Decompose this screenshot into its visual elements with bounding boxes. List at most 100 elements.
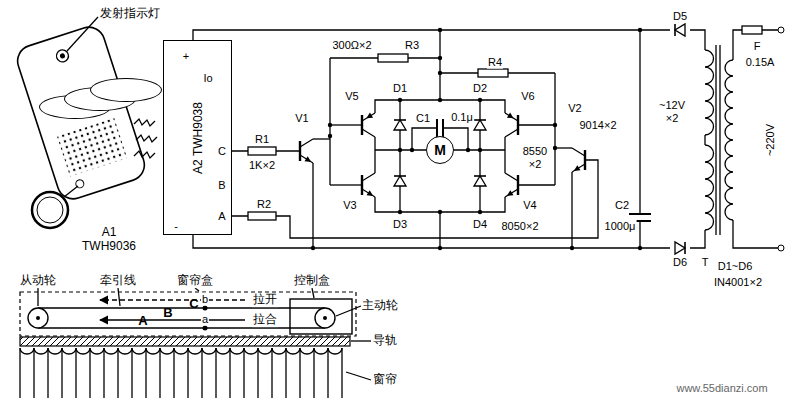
transistor-symbol [367,190,374,196]
diode-symbol [394,119,406,121]
diode-symbol [684,242,686,254]
curtain-fold [299,348,300,398]
part-name: 主动轮 [361,299,399,313]
wire [639,221,640,248]
curtain-fold [327,348,328,398]
diode-symbol [674,24,676,36]
component-label: - [173,220,179,233]
transistor-symbol [362,113,375,137]
signal-wave [134,119,155,126]
wire [690,230,705,248]
wire [439,30,440,100]
component-label: C [217,145,227,158]
junction-dot [466,148,470,152]
wire [554,73,555,185]
diode-symbol [675,242,685,254]
transistor-symbol [305,156,312,162]
part-name: 控制盒 [293,274,331,288]
component-label: Io [202,72,213,85]
transistor-symbol [366,113,373,119]
wire [517,115,519,135]
component-label: ~12V ×2 [652,99,692,124]
curtain-mechanism [20,292,356,336]
curtain-fold [313,348,314,398]
component-label: C2 [614,199,630,212]
watermark: www.55dianzi.com [675,382,768,395]
wire [193,235,670,248]
component-label: V6 [520,90,535,103]
transistor-symbol [574,165,581,171]
transistor-symbol [505,173,518,197]
component-label: R2 [256,198,272,211]
transistor-symbol [505,113,518,137]
diode-symbol [474,120,486,130]
capacitor-symbol [437,119,443,137]
curtain-mechanism [203,326,208,331]
node-text: A1 TWH9036 [76,226,142,254]
circuit-wiring [193,24,784,254]
diode-symbol [394,176,406,186]
wire [300,139,313,147]
signal-wave [134,151,155,158]
component-label: 9014×2 [578,119,617,132]
curtain-fold [201,348,202,398]
wire [572,164,585,172]
wire [505,189,518,197]
wire [375,197,505,212]
wire [572,148,585,156]
wire [312,163,313,248]
wire [362,129,375,137]
curtain-fold [61,348,62,398]
curtain-mechanism [315,308,335,328]
wire [571,172,572,248]
wire [704,135,705,145]
wire [232,160,598,238]
diode-symbol [394,176,406,186]
component-label: D5 [672,10,688,23]
wire [362,173,375,181]
diode-symbol [474,176,486,186]
diode-symbol [394,120,406,130]
leader-line [118,288,120,306]
component-label: D1~D6 [717,260,754,273]
wire [300,155,313,163]
diode-symbol [474,120,486,130]
remote-illustration [57,118,127,176]
component-label: D6 [672,256,688,269]
junction-dot [438,98,442,102]
component-label: 1000μ [604,220,637,233]
wire [64,186,78,197]
wire [505,129,518,137]
component-label: R1 [254,133,270,146]
part-name: 拉合 [252,313,278,327]
leader-line [195,288,199,291]
wire [361,115,363,135]
transformer-coil [705,50,714,135]
junction-dot [638,28,642,32]
component-label: F [753,40,762,53]
fuse-symbol [742,26,762,34]
wire [639,30,640,214]
resistor-symbol [248,212,276,220]
part-name: 窗帘 [372,373,398,387]
curtain-mechanism [20,288,371,398]
remote-illustration [37,197,63,223]
remote-control: A1 TWH9036ABC [6,8,156,270]
leader-line [351,340,371,341]
remote-illustration [59,53,65,59]
component-label: D3 [392,218,408,231]
junction-dot [478,210,482,214]
component-label: T [701,256,710,269]
component-label: + [182,50,190,63]
junction-dot [438,246,442,250]
part-name: 拉开 [252,293,278,307]
curtain-fold [271,348,272,398]
wire [439,212,440,248]
curtain-fold [19,348,20,398]
junction-dot [438,28,442,32]
curtain-mechanism [36,316,40,320]
remote-illustration [32,192,68,228]
curtain-mechanism [203,306,208,311]
diode-symbol [394,120,406,130]
